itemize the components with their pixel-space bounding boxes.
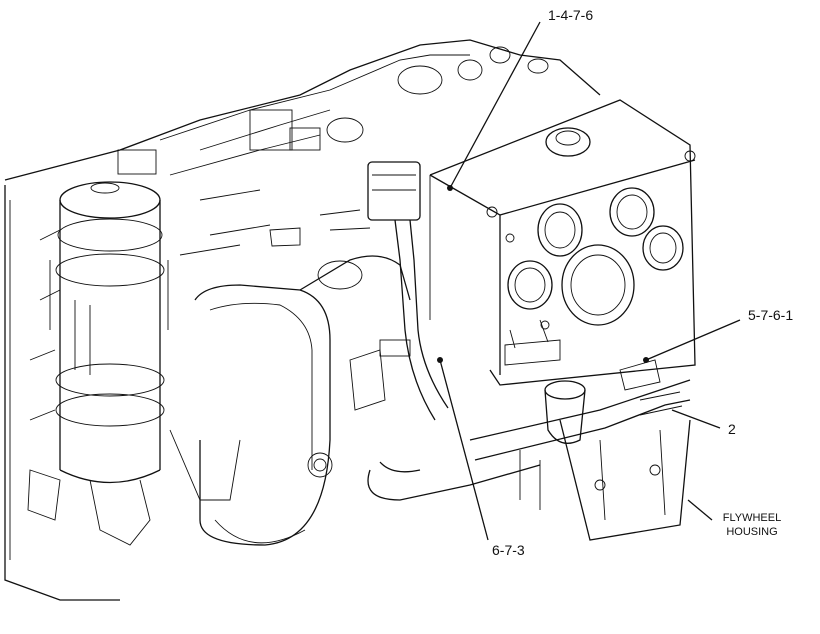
upper-manifold [117, 46, 549, 256]
ecm-module [429, 99, 696, 386]
callout-top: 1-4-7-6 [548, 7, 594, 23]
wiring-harness [269, 161, 541, 501]
leader-dot-right-upper [643, 357, 649, 363]
engine-block [4, 39, 601, 601]
leader-line-right-middle [671, 409, 721, 429]
callout-flywheel-line1: FLYWHEEL [722, 512, 782, 524]
leader-line-top [449, 21, 541, 189]
leader-line-right-upper [645, 319, 741, 361]
callout-bottom: 6-7-3 [492, 542, 525, 558]
fuel-filter [49, 181, 169, 484]
callout-flywheel-line2: HOUSING [726, 525, 778, 538]
leader-lines [437, 21, 741, 541]
flywheel-housing [559, 419, 691, 541]
leader-line-bottom [439, 359, 489, 541]
callout-right-middle: 2 [728, 421, 736, 437]
leader-dot-bottom [437, 357, 443, 363]
leader-line-flywheel [687, 499, 713, 521]
lower-harness [469, 359, 691, 510]
callout-flywheel-housing: FLYWHEEL HOUSING [712, 512, 792, 540]
leader-dot-top [447, 185, 453, 191]
intake-elbow [194, 255, 411, 546]
callout-right-upper: 5-7-6-1 [748, 307, 794, 323]
lower-left-components [27, 349, 386, 546]
